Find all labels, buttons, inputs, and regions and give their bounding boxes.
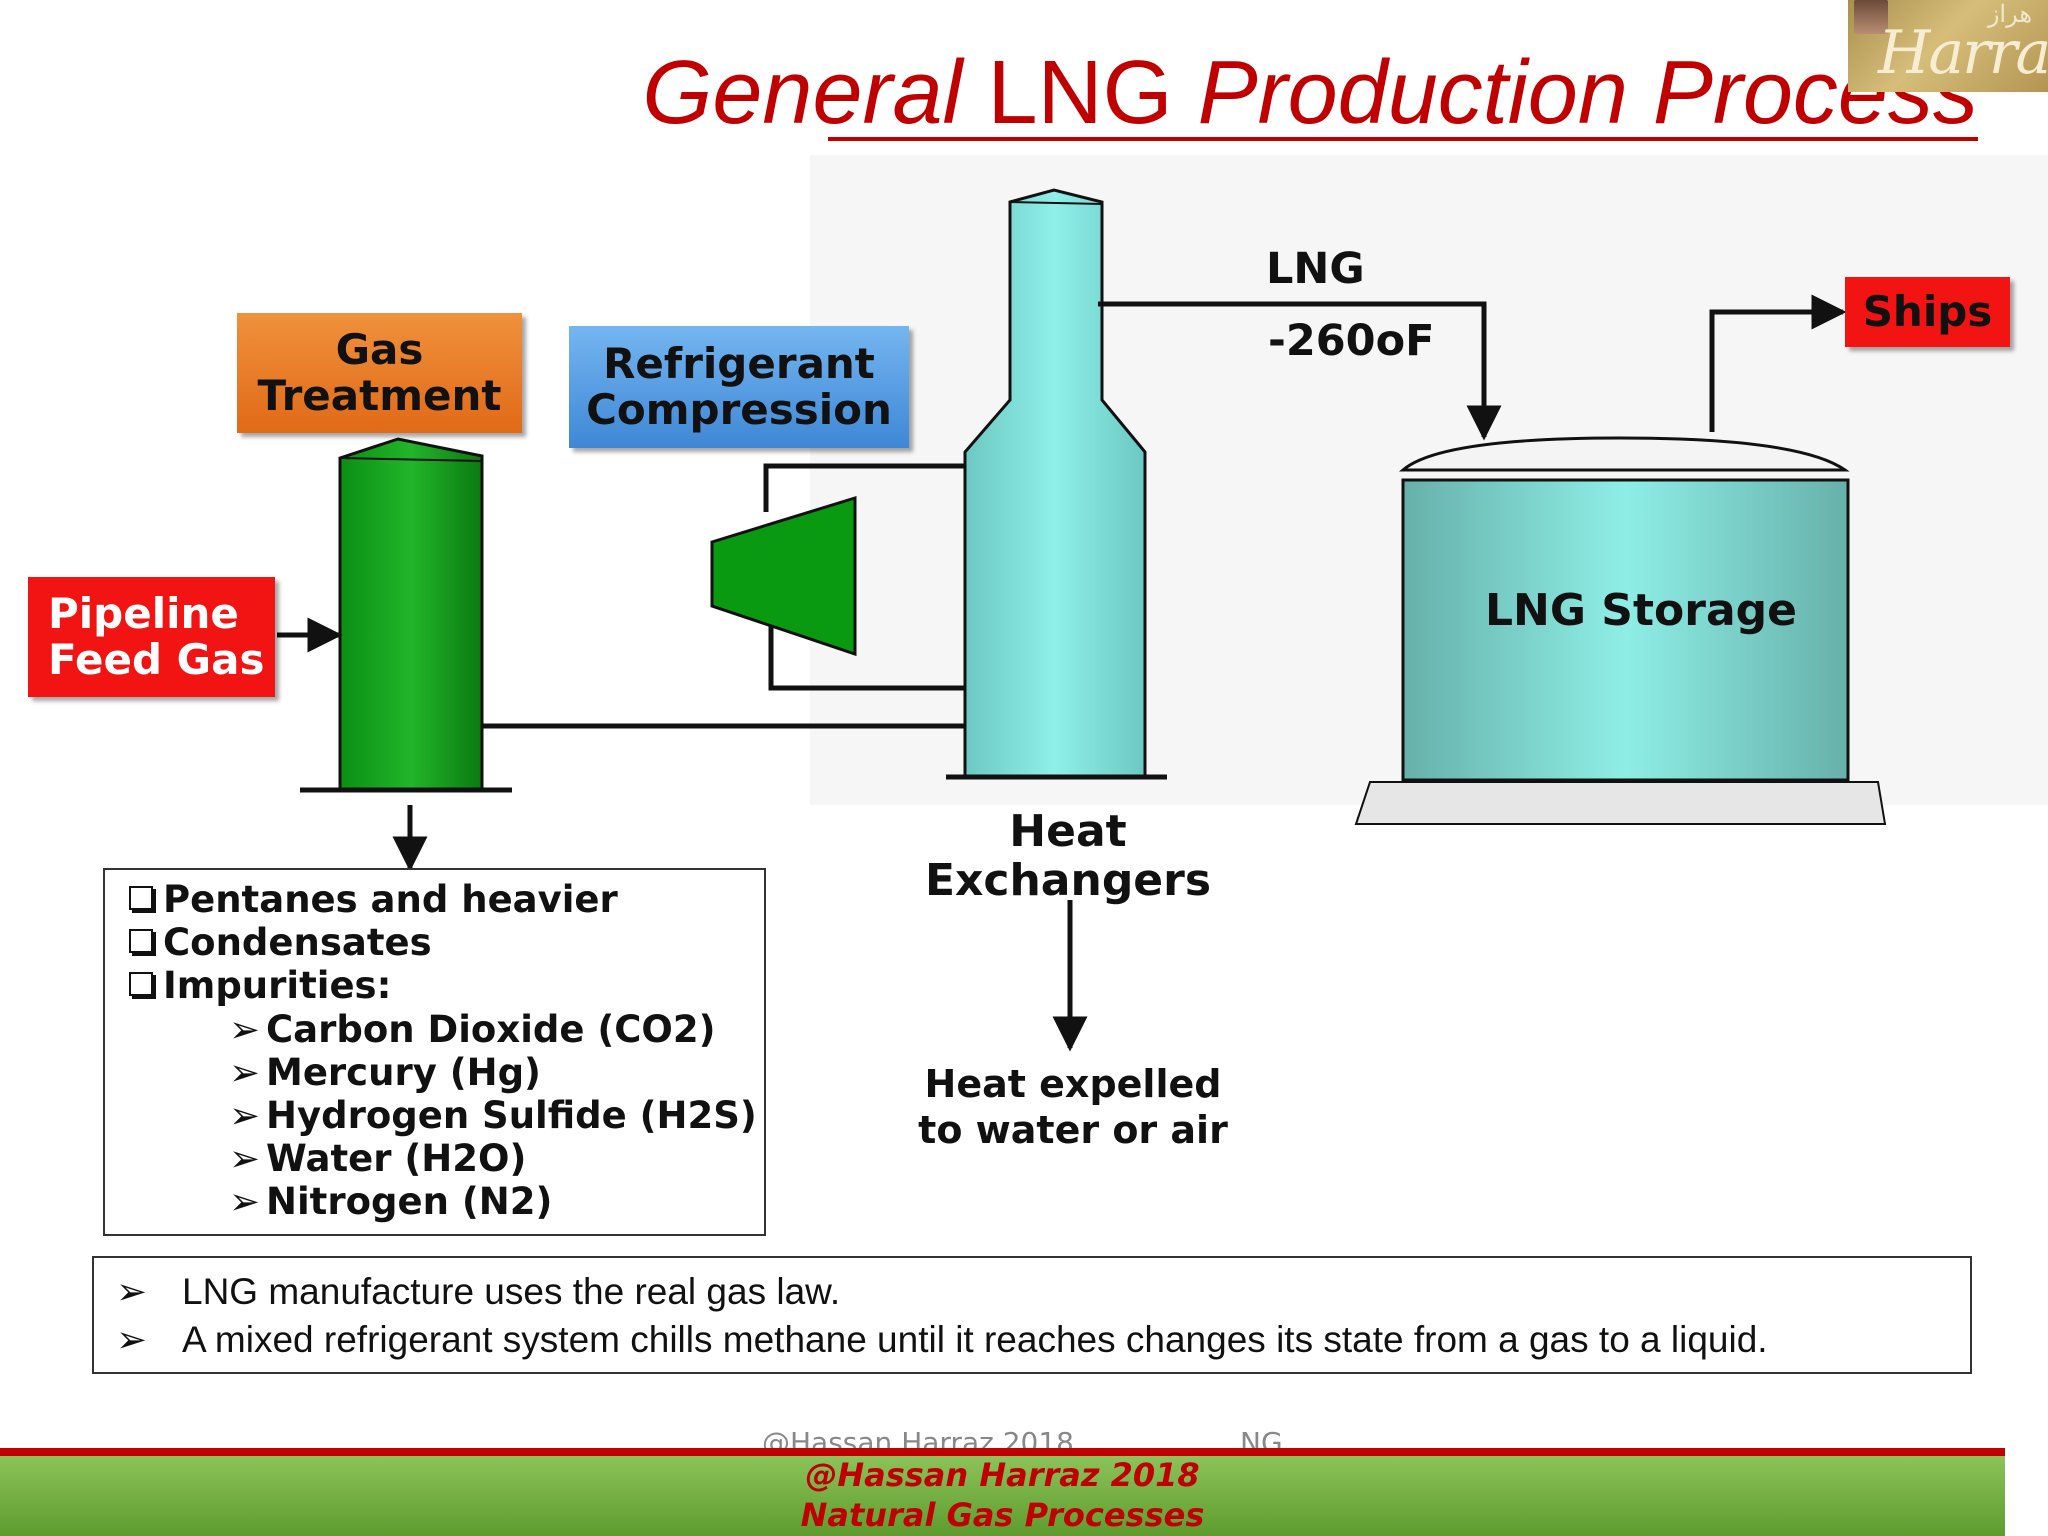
heat-exchangers-label: Heat Exchangers [924,806,1212,907]
checkbox-bullet-icon [129,929,153,953]
footer-bar [0,1456,2005,1536]
arrow-bullet-icon: ➢ [229,1094,261,1137]
lng-temperature-label: -260oF [1268,316,1435,366]
arrow-bullet-icon: ➢ [229,1008,261,1051]
arrow-bullet-icon: ➢ [229,1051,261,1094]
footer-course: Natural Gas Processes [800,1496,1205,1534]
removed-components-box: Pentanes and heavier Condensates Impurit… [103,868,766,1236]
arrow-bullet-icon: ➢ [229,1137,261,1180]
footer-author: @Hassan Harraz 2018 [805,1456,1200,1494]
checkbox-bullet-icon [129,972,153,996]
arrow-bullet-icon: ➢ [116,1271,148,1312]
process-lines [277,294,1847,1052]
gas-treatment-vessel [300,437,512,793]
impurity-item: ➢Nitrogen (N2) [229,1180,553,1223]
author-logo: هراز Harraz [1848,0,2048,92]
heat-exchanger-column [946,188,1167,780]
lng-storage-label: LNG Storage [1485,585,1797,636]
impurity-item: ➢Mercury (Hg) [229,1051,541,1094]
lng-flow-label: LNG [1266,244,1365,294]
checkbox-bullet-icon [129,886,153,910]
impurity-item: ➢Carbon Dioxide (CO2) [229,1008,716,1051]
ships-label: Ships [1845,277,2010,347]
list-item: Impurities: [129,964,391,1007]
list-item: Pentanes and heavier [129,878,618,921]
footer-divider [0,1448,2005,1456]
impurity-item: ➢Hydrogen Sulfide (H2S) [229,1094,757,1137]
lng-storage-tank [1354,436,1887,825]
heat-expelled-label: Heat expelled to water or air [918,1062,1228,1152]
note-item: ➢LNG manufacture uses the real gas law. [116,1271,841,1312]
compressor [710,495,857,657]
refrigerant-compression-label: Refrigerant Compression [569,326,909,448]
pipeline-feed-gas-label: Pipeline Feed Gas [28,577,275,697]
gas-treatment-label: Gas Treatment [237,313,522,433]
list-item: Condensates [129,921,432,964]
impurity-item: ➢Water (H2O) [229,1137,527,1180]
note-item: ➢A mixed refrigerant system chills metha… [116,1319,1768,1360]
arrow-bullet-icon: ➢ [116,1319,148,1360]
page-title: General LNG Production Process [642,43,1978,143]
arrow-bullet-icon: ➢ [229,1180,261,1223]
notes-box: ➢LNG manufacture uses the real gas law. … [92,1256,1972,1374]
author-photo [1854,0,1888,34]
title-underline [828,137,1978,141]
